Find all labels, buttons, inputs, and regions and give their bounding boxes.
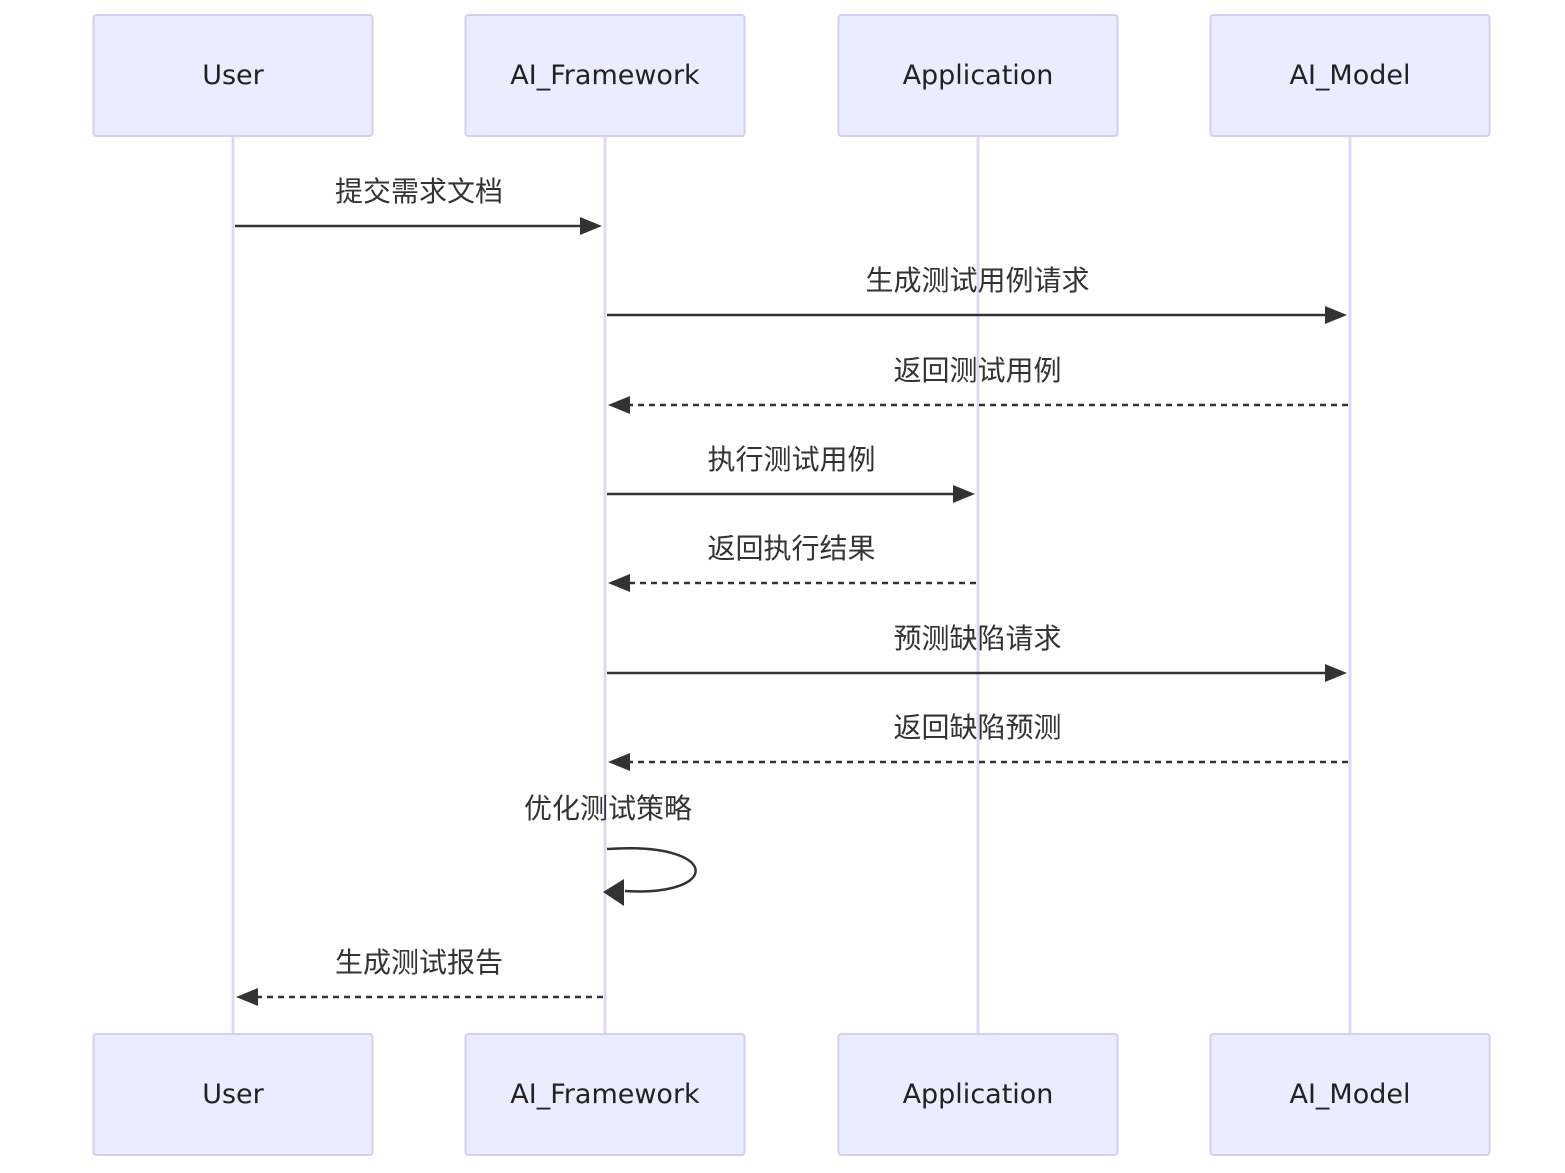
participant-ai-model-top: AI_Model xyxy=(1209,14,1491,137)
participant-application-top: Application xyxy=(837,14,1119,137)
participant-label: AI_Framework xyxy=(510,60,700,91)
participant-label: Application xyxy=(903,1079,1054,1110)
participant-box xyxy=(1209,14,1491,137)
participant-label: AI_Model xyxy=(1290,60,1411,91)
arrowhead xyxy=(608,753,630,771)
participant-label: AI_Model xyxy=(1290,1079,1411,1110)
message-2: 生成测试用例请求 xyxy=(607,264,1347,324)
arrowhead xyxy=(603,879,624,906)
message-label: 返回测试用例 xyxy=(893,354,1061,387)
participant-box xyxy=(837,14,1119,137)
message-label: 预测缺陷请求 xyxy=(893,622,1061,655)
message-label: 返回缺陷预测 xyxy=(893,711,1061,744)
participant-box xyxy=(92,1033,374,1156)
participant-label: AI_Framework xyxy=(510,1079,700,1110)
message-line xyxy=(606,846,697,893)
participant-label: Application xyxy=(903,60,1054,91)
participant-box xyxy=(1209,1033,1491,1156)
participant-ai-framework-top: AI_Framework xyxy=(464,14,746,137)
participants-bottom: User AI_Framework Application AI_Model xyxy=(92,1033,1491,1156)
messages: 提交需求文档生成测试用例请求返回测试用例执行测试用例返回执行结果预测缺陷请求返回… xyxy=(235,175,1348,1006)
participant-user-bottom: User xyxy=(92,1033,374,1156)
message-8: 优化测试策略 xyxy=(524,792,697,906)
participant-ai-framework-bottom: AI_Framework xyxy=(464,1033,746,1156)
participant-application-bottom: Application xyxy=(837,1033,1119,1156)
message-label: 提交需求文档 xyxy=(335,175,503,208)
message-label: 生成测试报告 xyxy=(335,946,503,979)
participants-top: User AI_Framework Application AI_Model xyxy=(92,14,1491,137)
message-7: 返回缺陷预测 xyxy=(608,711,1348,771)
message-4: 执行测试用例 xyxy=(607,443,975,503)
message-6: 预测缺陷请求 xyxy=(607,622,1347,682)
message-label: 生成测试用例请求 xyxy=(865,264,1089,297)
arrowhead xyxy=(953,485,975,503)
message-9: 生成测试报告 xyxy=(236,946,603,1006)
participant-label: User xyxy=(202,60,264,91)
arrowhead xyxy=(608,396,630,414)
message-label: 优化测试策略 xyxy=(524,792,692,825)
arrowhead xyxy=(1325,664,1347,682)
arrowhead xyxy=(608,574,630,592)
message-3: 返回测试用例 xyxy=(608,354,1348,414)
participant-box xyxy=(464,1033,746,1156)
arrowhead xyxy=(1325,306,1347,324)
participant-user-top: User xyxy=(92,14,374,137)
message-label: 执行测试用例 xyxy=(707,443,875,476)
participant-box xyxy=(464,14,746,137)
arrowhead xyxy=(580,217,602,235)
participant-box xyxy=(92,14,374,137)
participant-box xyxy=(837,1033,1119,1156)
participant-label: User xyxy=(202,1079,264,1110)
message-1: 提交需求文档 xyxy=(235,175,602,235)
message-label: 返回执行结果 xyxy=(707,532,875,565)
participant-ai-model-bottom: AI_Model xyxy=(1209,1033,1491,1156)
message-5: 返回执行结果 xyxy=(608,532,976,592)
arrowhead xyxy=(236,988,258,1006)
lifelines xyxy=(231,136,1352,1034)
